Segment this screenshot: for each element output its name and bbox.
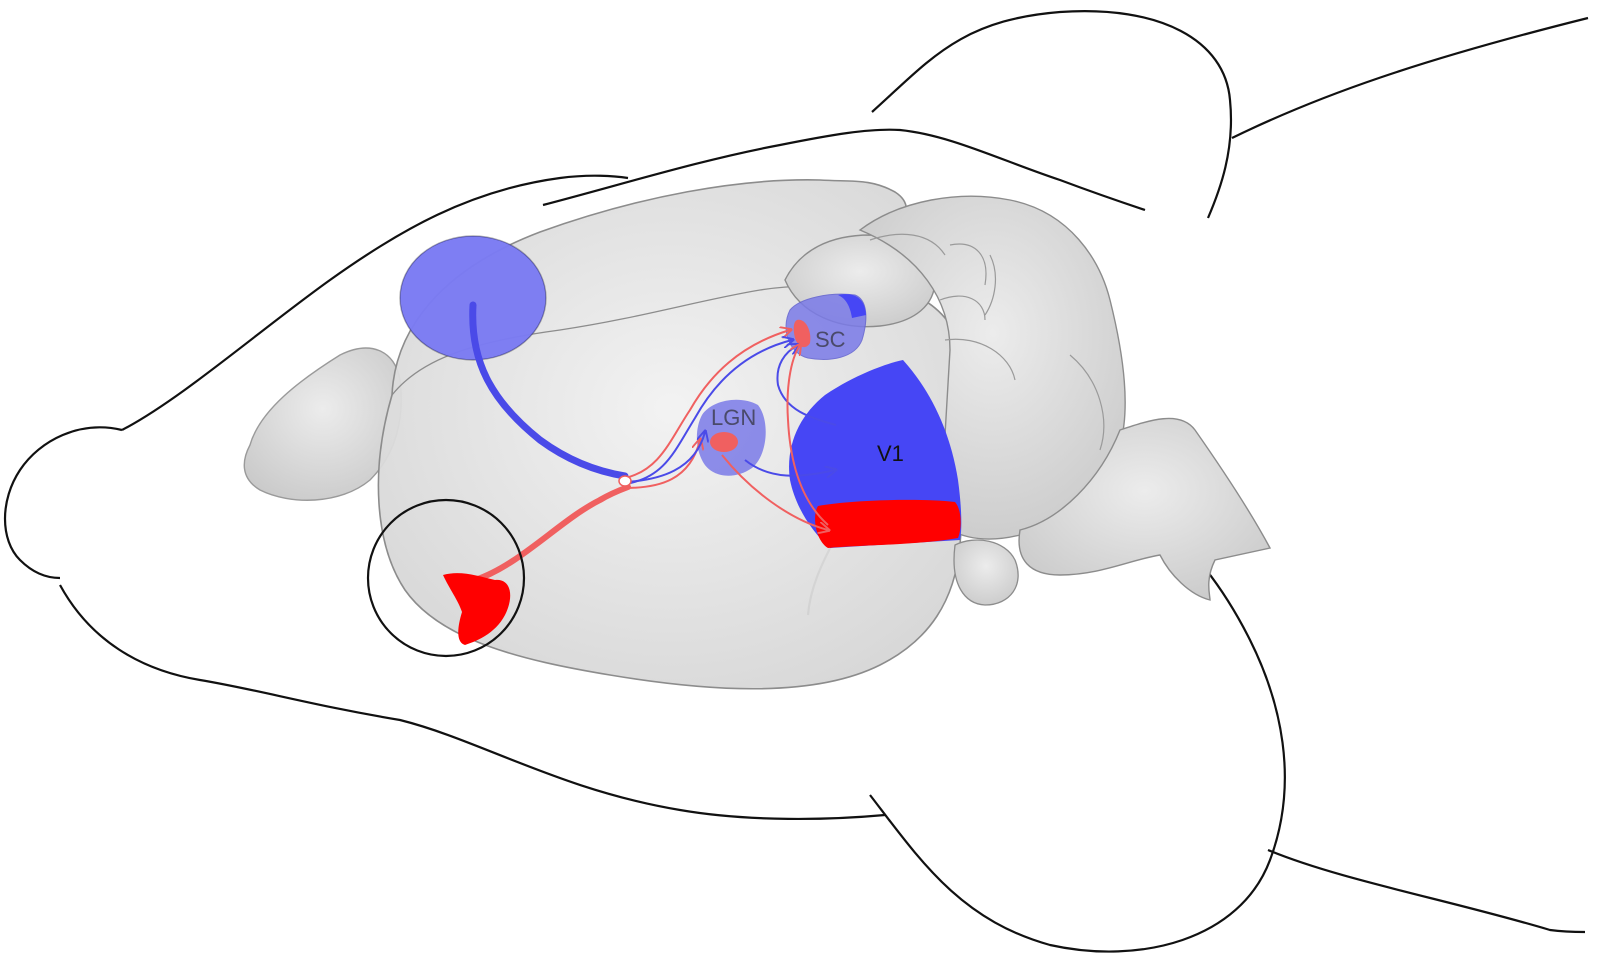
retina-red bbox=[443, 573, 511, 645]
forehead-outline bbox=[121, 174, 629, 431]
eye bbox=[366, 498, 526, 658]
frontal-region-blue bbox=[400, 236, 546, 360]
visual-regions-red bbox=[710, 319, 961, 548]
ear-outline bbox=[871, 10, 1233, 219]
mouse-head-outline bbox=[4, 10, 1589, 953]
red-optic-tract bbox=[472, 484, 631, 583]
blue-arrow-to-lgn bbox=[624, 432, 705, 483]
sc-red-target bbox=[793, 319, 811, 348]
red-arrow-lgn-to-v1 bbox=[721, 454, 828, 530]
v1-binocular-zone bbox=[815, 499, 961, 548]
cerebellum-folia bbox=[869, 233, 1105, 451]
optic-chiasm bbox=[618, 475, 632, 487]
sc-dark-cap bbox=[838, 294, 866, 318]
sc-label: SC bbox=[815, 327, 846, 352]
chin-outline bbox=[59, 584, 886, 821]
red-arrow-to-sc bbox=[624, 330, 790, 479]
eye-outline bbox=[366, 498, 526, 658]
lgn-red-target bbox=[710, 432, 738, 452]
neck-top-outline bbox=[1231, 16, 1589, 139]
skull-top-outline bbox=[542, 128, 1146, 212]
snout-outline bbox=[4, 426, 123, 580]
frontal-region-overlay bbox=[399, 235, 547, 361]
pons-bulge bbox=[953, 539, 1019, 606]
v1-label: V1 bbox=[877, 441, 904, 466]
blue-optic-tract bbox=[469, 301, 629, 480]
blue-arrow-lgn-to-v1 bbox=[744, 459, 835, 476]
projection-pathways bbox=[469, 301, 837, 583]
blue-arrow-to-sc bbox=[624, 340, 792, 485]
brainstem bbox=[1018, 417, 1272, 601]
neck-bottom-outline bbox=[1267, 848, 1586, 934]
lgn-label: LGN bbox=[711, 405, 756, 430]
blue-arrow-v1-to-sc bbox=[776, 345, 837, 426]
red-arrow-v1-to-sc bbox=[786, 345, 829, 526]
